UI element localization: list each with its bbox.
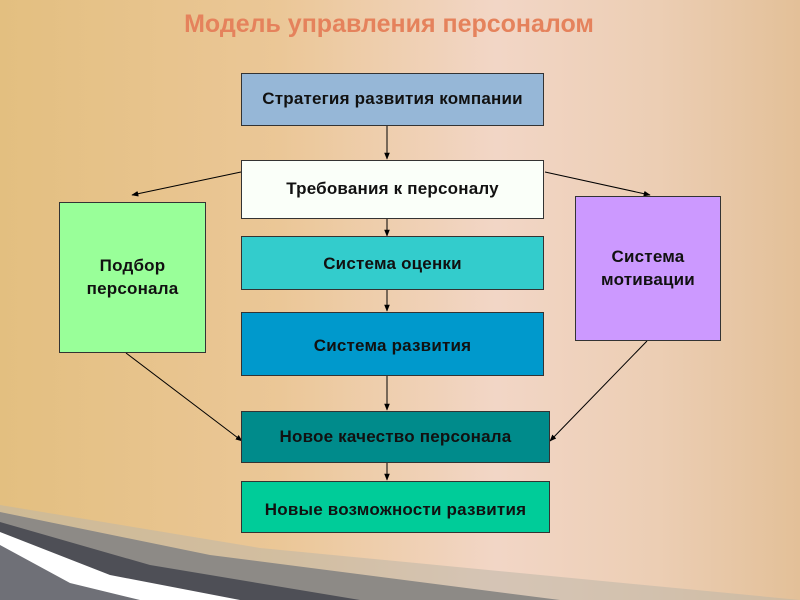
strategy-label: Стратегия развития компании (262, 88, 523, 111)
requirements-box: Требования к персоналу (241, 160, 544, 219)
strategy-box: Стратегия развития компании (241, 73, 544, 126)
assessment-box: Система оценки (241, 236, 544, 290)
selection-box: Подбор персонала (59, 202, 206, 353)
motivation-label-line1: Система (612, 246, 685, 269)
development-label: Система развития (314, 335, 472, 358)
selection-label-line1: Подбор (100, 255, 166, 278)
selection-label-line2: персонала (87, 278, 179, 301)
slide-title: Модель управления персоналом (0, 10, 778, 39)
new-opportunities-label: Новые возможности развития (265, 499, 526, 522)
development-box: Система развития (241, 312, 544, 376)
motivation-box: Система мотивации (575, 196, 721, 341)
new-quality-label: Новое качество персонала (280, 426, 512, 449)
new-quality-box: Новое качество персонала (241, 411, 550, 463)
assessment-label: Система оценки (323, 253, 462, 276)
requirements-label: Требования к персоналу (286, 178, 499, 201)
new-opportunities-box: Новые возможности развития (241, 481, 550, 533)
motivation-label-line2: мотивации (601, 269, 695, 292)
